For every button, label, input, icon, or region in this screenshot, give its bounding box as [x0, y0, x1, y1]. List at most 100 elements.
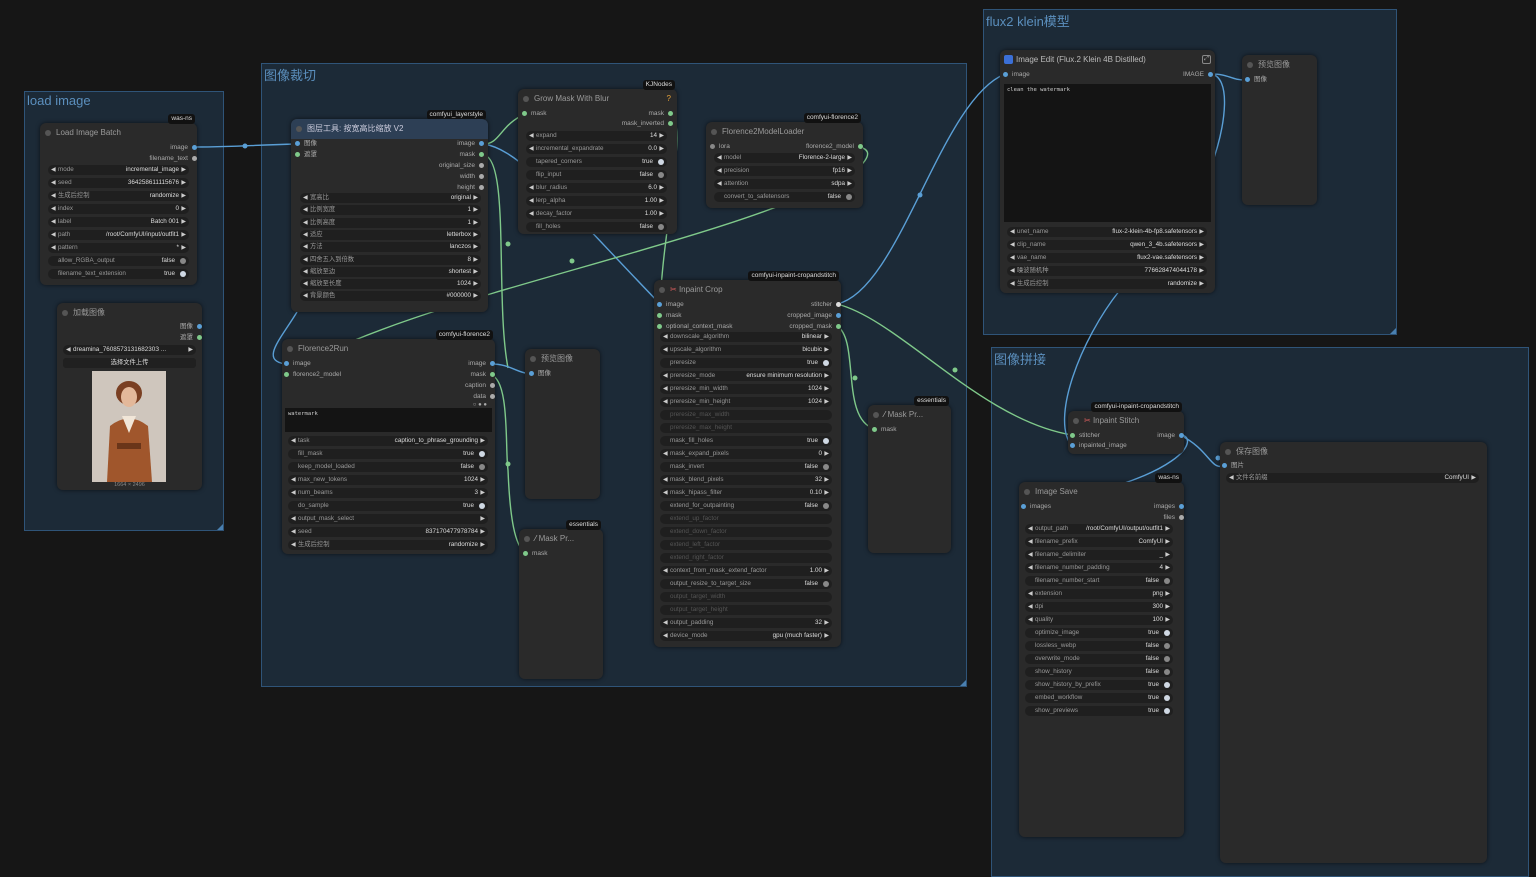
- collapse-dot-icon[interactable]: [62, 310, 68, 316]
- arrow-right-icon[interactable]: ▶: [1471, 475, 1476, 481]
- collapse-dot-icon[interactable]: [659, 287, 665, 293]
- output-width[interactable]: width: [460, 173, 485, 182]
- arrow-right-icon[interactable]: ▶: [480, 438, 485, 444]
- resize-handle[interactable]: [1390, 328, 1396, 334]
- toggle-knob-icon[interactable]: [1164, 695, 1170, 701]
- node-title[interactable]: Florence2ModelLoader: [706, 122, 863, 142]
- input-image[interactable]: 图像: [1245, 76, 1267, 85]
- arrow-left-icon[interactable]: ◀: [1229, 475, 1234, 481]
- arrow-right-icon[interactable]: ▶: [824, 620, 829, 626]
- arrow-left-icon[interactable]: ◀: [1010, 229, 1015, 235]
- arrow-left-icon[interactable]: ◀: [291, 490, 296, 496]
- output-images[interactable]: images: [1154, 503, 1184, 512]
- widget-extend-left-factor[interactable]: extend_left_factor: [660, 540, 832, 550]
- arrow-left-icon[interactable]: ◀: [529, 185, 534, 191]
- arrow-right-icon[interactable]: ▶: [480, 542, 485, 548]
- file-select[interactable]: ◀dreamina_760857313168230З ...▶: [63, 345, 196, 355]
- arrow-left-icon[interactable]: ◀: [51, 219, 56, 225]
- arrow-right-icon[interactable]: ▶: [473, 195, 478, 201]
- arrow-left-icon[interactable]: ◀: [1028, 591, 1033, 597]
- output-image[interactable]: image: [170, 144, 197, 153]
- arrow-right-icon[interactable]: ▶: [181, 232, 186, 238]
- arrow-left-icon[interactable]: ◀: [663, 334, 668, 340]
- widget-output-target-width[interactable]: output_target_width: [660, 592, 832, 602]
- toggle-knob-icon[interactable]: [1164, 708, 1170, 714]
- arrow-right-icon[interactable]: ▶: [847, 181, 852, 187]
- collapse-dot-icon[interactable]: [287, 346, 293, 352]
- arrow-left-icon[interactable]: ◀: [1010, 281, 1015, 287]
- arrow-left-icon[interactable]: ◀: [1028, 552, 1033, 558]
- node-title[interactable]: Grow Mask With Blur: [518, 89, 677, 109]
- arrow-right-icon[interactable]: ▶: [659, 185, 664, 191]
- arrow-right-icon[interactable]: ▶: [473, 219, 478, 226]
- arrow-left-icon[interactable]: ◀: [663, 373, 668, 379]
- toggle-knob-icon[interactable]: [823, 360, 829, 366]
- collapse-dot-icon[interactable]: [711, 129, 717, 135]
- collapse-dot-icon[interactable]: [1024, 489, 1030, 495]
- arrow-right-icon[interactable]: ▶: [1165, 526, 1170, 532]
- toggle-knob-icon[interactable]: [180, 258, 186, 264]
- arrow-right-icon[interactable]: ▶: [659, 146, 664, 152]
- arrow-left-icon[interactable]: ◀: [529, 198, 534, 204]
- input-images[interactable]: images: [1021, 503, 1051, 512]
- output-files[interactable]: files: [1163, 514, 1184, 523]
- node-image-save[interactable]: was-ns Image Save images images files ou…: [1019, 473, 1184, 837]
- arrow-left-icon[interactable]: ◀: [303, 268, 308, 275]
- node-load-image[interactable]: 加载图像 图像 遮罩 ◀dreamina_760857313168230З ..…: [57, 303, 202, 490]
- arrow-left-icon[interactable]: ◀: [51, 245, 56, 251]
- pagination-dots-icon[interactable]: ○ ● ●: [472, 402, 487, 408]
- arrow-left-icon[interactable]: ◀: [663, 386, 668, 392]
- output-image[interactable]: 图像: [180, 323, 202, 332]
- node-title[interactable]: Image Edit (Flux.2 Klein 4B Distilled): [1000, 50, 1215, 70]
- toggle-knob-icon[interactable]: [823, 581, 829, 587]
- node-image-edit-flux[interactable]: Image Edit (Flux.2 Klein 4B Distilled) ⤢…: [1000, 50, 1215, 293]
- toggle-knob-icon[interactable]: [846, 194, 852, 200]
- widget-output-mask-select[interactable]: output_mask_select◀▶: [288, 514, 488, 524]
- arrow-left-icon[interactable]: ◀: [663, 347, 668, 353]
- arrow-left-icon[interactable]: ◀: [663, 451, 668, 457]
- output-image[interactable]: IMAGE: [1183, 71, 1213, 80]
- output-original-size[interactable]: original_size: [439, 162, 485, 171]
- node-mask-preview[interactable]: essentials ⁄ Mask Pr... mask: [868, 396, 951, 553]
- collapse-dot-icon[interactable]: [873, 412, 879, 418]
- node-load-image-batch[interactable]: was-ns Load Image Batch image filename_t…: [40, 114, 197, 285]
- arrow-right-icon[interactable]: ▶: [1199, 268, 1204, 274]
- arrow-left-icon[interactable]: ◀: [1010, 268, 1015, 274]
- arrow-right-icon[interactable]: ▶: [1165, 539, 1170, 545]
- collapse-dot-icon[interactable]: [523, 96, 529, 102]
- output-mask[interactable]: mask: [459, 151, 484, 160]
- input-mask[interactable]: mask: [872, 426, 897, 435]
- node-title[interactable]: ✂ Inpaint Stitch: [1068, 411, 1184, 431]
- arrow-left-icon[interactable]: ◀: [51, 206, 56, 212]
- arrow-right-icon[interactable]: ▶: [473, 207, 478, 214]
- arrow-left-icon[interactable]: ◀: [717, 155, 722, 161]
- arrow-right-icon[interactable]: ▶: [824, 386, 829, 392]
- arrow-right-icon[interactable]: ▶: [1165, 552, 1170, 558]
- collapse-dot-icon[interactable]: [524, 536, 530, 542]
- widget-filename-delimiter[interactable]: filename_delimiter_◀▶: [1025, 550, 1173, 560]
- upload-button[interactable]: 选择文件上传: [63, 358, 196, 368]
- widget-extend-up-factor[interactable]: extend_up_factor: [660, 514, 832, 524]
- node-inpaint-crop[interactable]: comfyui-inpaint-cropandstitch ✂ Inpaint …: [654, 271, 841, 647]
- arrow-right-icon[interactable]: ▶: [473, 231, 478, 238]
- collapse-dot-icon[interactable]: [296, 126, 302, 132]
- output-mask[interactable]: 遮罩: [180, 334, 202, 343]
- node-title[interactable]: 图层工具: 按宽高比缩放 V2: [291, 119, 488, 139]
